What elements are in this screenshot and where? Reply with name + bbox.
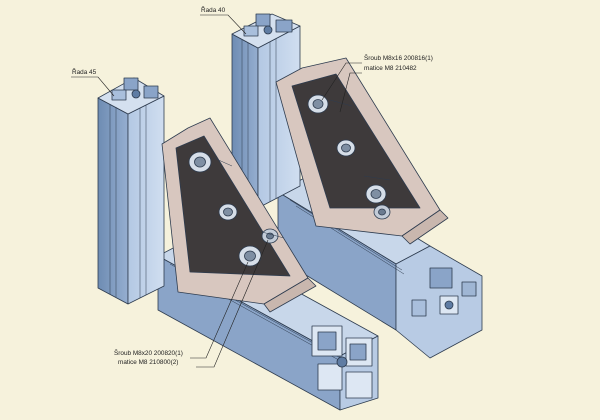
label-left-screw: Šroub M8x20 200820(1) matice M8 210800(2… (114, 239, 269, 368)
label-right-screw-line2: matice M8 210482 (364, 65, 417, 72)
left-mid-bolt (218, 203, 238, 221)
left-lower-bolt (238, 245, 262, 267)
label-right-profile: Řada 40 (200, 5, 247, 35)
label-left-profile: Řada 45 (71, 67, 115, 97)
right-horizontal-end-face (411, 267, 477, 317)
right-angle-bracket (275, 57, 449, 245)
left-assembly (97, 77, 379, 411)
right-assembly (231, 13, 483, 359)
label-left-profile-text: Řada 45 (72, 67, 97, 76)
right-lower-bolt (365, 184, 387, 204)
right-vertical-top-section (243, 13, 293, 37)
label-right-screw-line1: Šroub M8x16 200816(1) (364, 53, 433, 62)
right-mid-bolt (336, 139, 356, 157)
left-vertical-top-section (111, 77, 159, 101)
left-vertical-profile (97, 77, 165, 305)
right-lower-bolt-2 (373, 204, 391, 220)
left-upper-bolt (188, 151, 212, 173)
label-left-screw-line2: matice M8 210800(2) (118, 359, 178, 366)
label-left-screw-line1: Šroub M8x20 200820(1) (114, 348, 183, 357)
label-right-profile-text: Řada 40 (201, 5, 226, 14)
left-horizontal-end-face (311, 325, 373, 399)
right-upper-bolt (307, 94, 329, 114)
left-lower-bolt-2 (261, 228, 279, 244)
left-angle-bracket (161, 117, 317, 313)
label-right-screw: Šroub M8x16 200816(1) matice M8 210482 (321, 53, 433, 113)
